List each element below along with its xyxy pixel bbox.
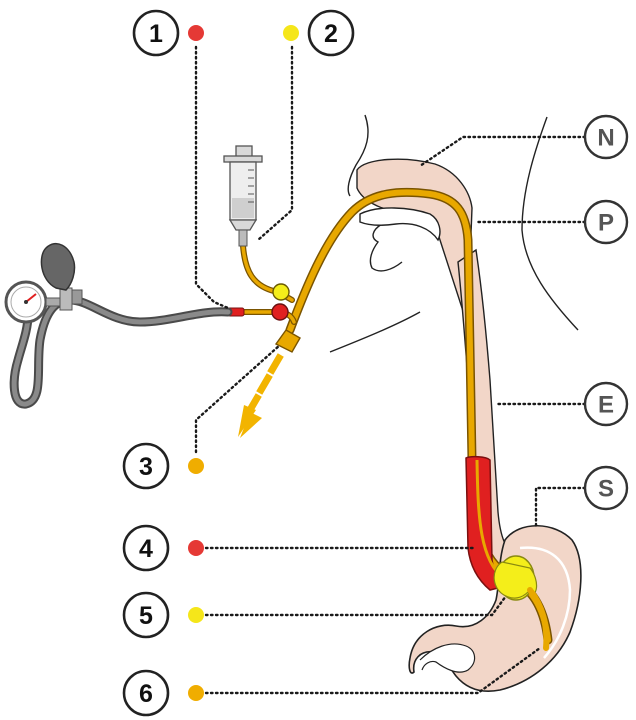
neck-back-outline	[522, 117, 578, 330]
marker-4-label: 4	[139, 535, 153, 563]
tube	[228, 192, 548, 648]
port-red	[272, 304, 288, 320]
marker-3-dot	[188, 458, 204, 474]
marker-E: E	[585, 383, 627, 425]
marker-2-dot	[283, 25, 299, 41]
marker-4-dot	[188, 540, 204, 556]
marker-6-dot	[188, 685, 204, 701]
leader-5	[206, 596, 506, 615]
manometer-icon	[6, 244, 228, 405]
aspiration-funnel	[276, 330, 300, 352]
aspiration-arrow	[238, 358, 279, 438]
face-outline	[370, 224, 402, 271]
nasal-cavity	[357, 159, 474, 345]
leader-2	[258, 47, 292, 240]
marker-1-label: 1	[149, 20, 163, 48]
marker-5: 5	[124, 593, 204, 637]
marker-4: 4	[124, 526, 204, 570]
marker-2-label: 2	[324, 20, 338, 48]
marker-E-label: E	[598, 392, 614, 419]
marker-3-label: 3	[139, 453, 153, 481]
port-yellow	[273, 284, 289, 300]
marker-3: 3	[124, 444, 204, 488]
marker-1-dot	[188, 25, 204, 41]
marker-5-label: 5	[139, 602, 153, 630]
marker-N-label: N	[597, 125, 614, 152]
marker-2: 2	[283, 11, 353, 55]
marker-5-dot	[188, 607, 204, 623]
leader-S	[536, 488, 585, 526]
leader-3	[196, 345, 280, 452]
palate	[360, 208, 440, 240]
marker-6-label: 6	[139, 680, 153, 708]
marker-P-label: P	[598, 210, 614, 237]
leader-N	[420, 137, 585, 166]
marker-1: 1	[134, 11, 204, 55]
marker-6: 6	[124, 671, 204, 715]
marker-N: N	[585, 116, 627, 158]
leader-1	[196, 47, 228, 308]
syringe-icon	[224, 146, 262, 246]
marker-P: P	[585, 201, 627, 243]
marker-S-label: S	[598, 476, 614, 503]
neck-outline	[330, 312, 420, 352]
marker-S: S	[585, 467, 627, 509]
